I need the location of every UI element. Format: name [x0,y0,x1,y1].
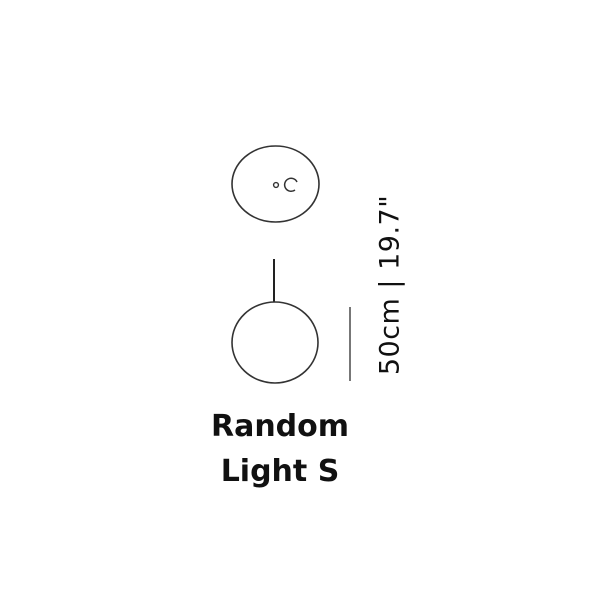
top-view-icon [231,145,320,223]
product-name-line1: Random [210,409,350,444]
dimension-label: 50cm | 19.7" [374,194,406,376]
product-name-line2: Light S [220,454,340,489]
pendant-side-view-icon [231,259,319,384]
